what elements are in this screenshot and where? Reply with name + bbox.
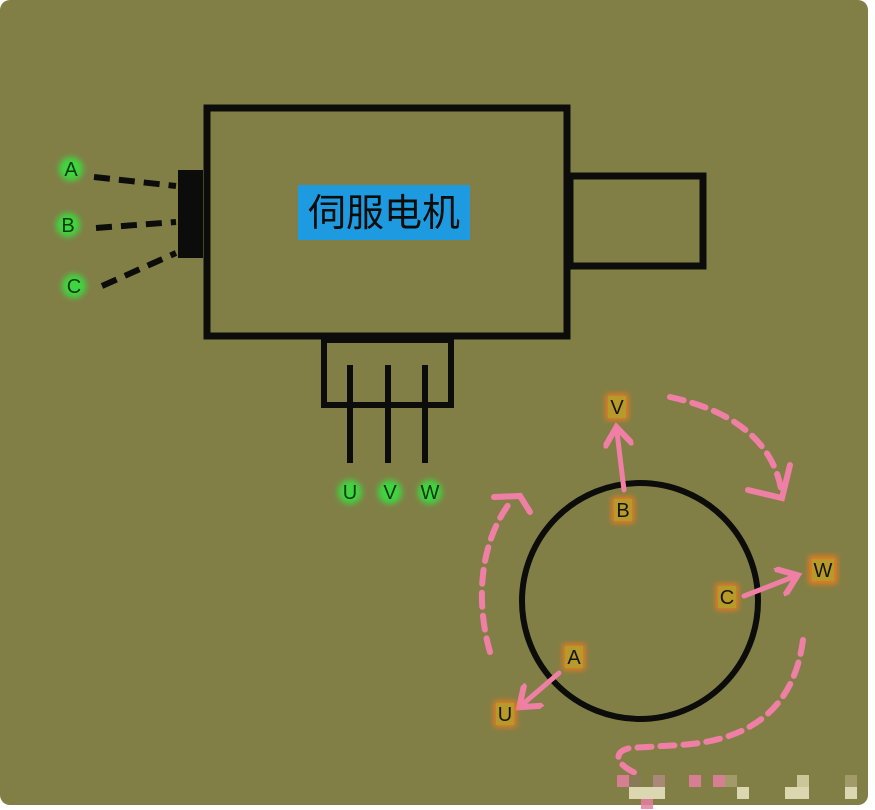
encoder-wire-b xyxy=(95,219,177,231)
rotor-label-c: C xyxy=(720,587,734,609)
rotor-label-b: B xyxy=(616,500,629,522)
svg-text:W: W xyxy=(421,482,440,504)
rotation-arrowhead-left xyxy=(491,492,533,515)
rotation-arrow-bottom xyxy=(615,637,806,778)
rotation-arrow-top xyxy=(667,394,785,498)
rotation-arrow-left xyxy=(478,497,515,655)
rotor-label-v: V xyxy=(610,397,624,419)
input-label-b: B xyxy=(56,213,80,237)
encoder-wire-a xyxy=(93,174,177,189)
svg-text:V: V xyxy=(383,482,397,504)
input-label-a: A xyxy=(59,157,83,181)
encoder-wire-c xyxy=(100,250,178,289)
output-label-v: V xyxy=(378,480,402,504)
input-label-c: C xyxy=(62,274,86,298)
rotor-label-u: U xyxy=(498,704,512,726)
output-label-w: W xyxy=(418,480,442,504)
rotation-arrowhead-top xyxy=(745,462,793,502)
svg-text:B: B xyxy=(61,215,74,237)
svg-text:A: A xyxy=(64,159,78,181)
rotor-circle xyxy=(519,480,761,722)
pixelated-watermark xyxy=(617,775,857,809)
svg-text:U: U xyxy=(343,482,357,504)
rotor-label-a: A xyxy=(567,647,581,669)
motor-shaft xyxy=(566,172,707,270)
rotor-label-w: W xyxy=(814,560,833,582)
arrow-c-to-w xyxy=(741,577,793,599)
arrow-a-to-u xyxy=(523,670,562,704)
output-label-u: U xyxy=(338,480,362,504)
title-background xyxy=(298,185,470,240)
motor-title: 伺服电机 xyxy=(308,191,460,235)
encoder-connector xyxy=(178,170,203,258)
arrow-b-to-v xyxy=(617,432,624,493)
svg-text:C: C xyxy=(67,276,81,298)
